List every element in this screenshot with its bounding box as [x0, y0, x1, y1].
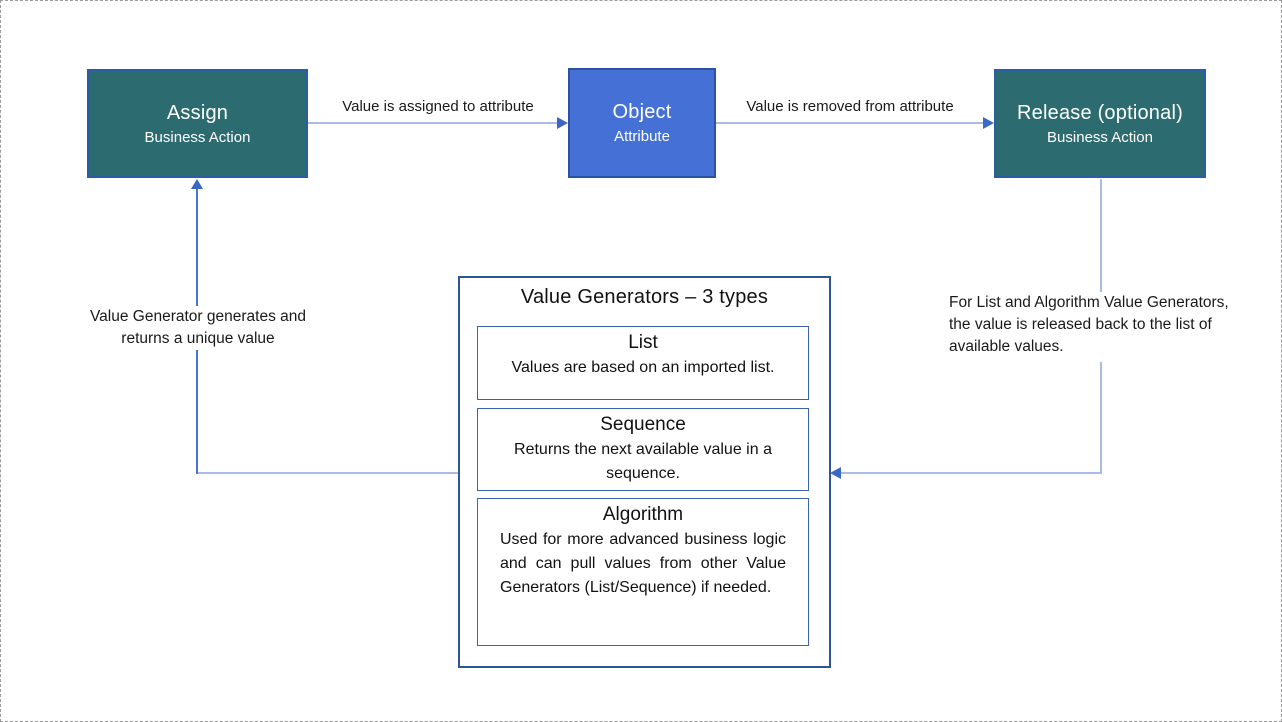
node-release: Release (optional) Business Action	[994, 69, 1206, 178]
value-generators-title: Value Generators – 3 types	[520, 286, 769, 308]
node-release-title: Release (optional)	[1017, 101, 1183, 124]
generator-sequence-title: Sequence	[600, 414, 686, 435]
generator-sequence-description: Returns the next available value in a se…	[514, 441, 772, 482]
connector-generators-assign-arrowhead-icon	[191, 179, 203, 189]
connector-assign-object-arrowhead-icon	[557, 117, 568, 129]
connector-release-generators-line	[839, 472, 1102, 474]
generator-list-description: Values are based on an imported list.	[511, 359, 775, 376]
node-object: Object Attribute	[568, 68, 716, 178]
generator-card-algorithm: Algorithm Used for more advanced busines…	[477, 498, 809, 646]
generator-card-list: List Values are based on an imported lis…	[477, 326, 809, 400]
generator-card-sequence: Sequence Returns the next available valu…	[477, 408, 809, 491]
node-release-subtitle: Business Action	[1047, 128, 1153, 146]
edge-label-object-release: Value is removed from attribute	[711, 97, 989, 117]
connector-object-release-line	[716, 122, 984, 124]
node-assign: Assign Business Action	[87, 69, 308, 178]
node-object-title: Object	[612, 101, 672, 123]
annotation-release-back: For List and Algorithm Value Generators,…	[949, 292, 1249, 362]
node-object-subtitle: Attribute	[614, 128, 670, 145]
connector-assign-object-line	[308, 122, 558, 124]
generator-algorithm-description: Used for more advanced business logic an…	[500, 531, 786, 596]
generator-algorithm-title: Algorithm	[602, 504, 684, 525]
node-assign-subtitle: Business Action	[144, 128, 251, 146]
edge-label-assign-object: Value is assigned to attribute	[308, 97, 568, 117]
annotation-value-generator: Value Generator generates and returns a …	[89, 306, 307, 350]
connector-object-release-arrowhead-icon	[983, 117, 994, 129]
generator-list-title: List	[628, 332, 658, 353]
connector-release-generators-arrowhead-icon	[830, 467, 841, 479]
node-assign-title: Assign	[166, 101, 229, 124]
connector-generators-left-line	[197, 472, 458, 474]
